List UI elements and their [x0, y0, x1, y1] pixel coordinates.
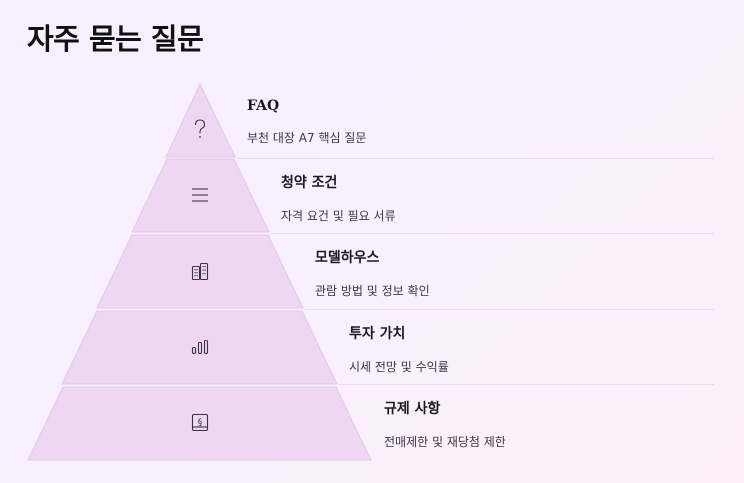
tier-title: 투자 가치	[349, 326, 406, 342]
svg-text:§: §	[198, 418, 203, 428]
tier-description: 시세 전망 및 수익률	[349, 360, 449, 374]
divider-1	[237, 158, 714, 159]
tier-description: 전매제한 및 재당첨 제한	[384, 435, 506, 449]
divider-2	[271, 233, 714, 234]
tier-text-1: FAQ 부천 대장 A7 핵심 질문	[247, 98, 366, 146]
tier-text-4: 투자 가치 시세 전망 및 수익률	[349, 323, 449, 375]
page-title: 자주 묻는 질문	[27, 22, 204, 56]
law-book-icon: §	[191, 413, 209, 432]
tier-title: 모델하우스	[315, 250, 380, 266]
question-mark-icon	[194, 119, 206, 138]
tier-text-2: 청약 조건 자격 요건 및 필요 서류	[281, 172, 396, 224]
bar-chart-icon	[191, 339, 209, 355]
pyramid-tier-5[interactable]	[27, 386, 372, 461]
tier-title: FAQ	[247, 98, 280, 114]
pyramid-tier-4[interactable]	[61, 310, 338, 385]
tier-text-5: 규제 사항 전매제한 및 재당첨 제한	[384, 398, 506, 450]
tier-description: 부천 대장 A7 핵심 질문	[247, 131, 367, 145]
tier-description: 관람 방법 및 정보 확인	[315, 284, 430, 298]
tier-title: 청약 조건	[281, 175, 338, 191]
divider-4	[339, 384, 714, 385]
tier-title: 규제 사항	[384, 401, 441, 417]
tier-text-3: 모델하우스 관람 방법 및 정보 확인	[315, 247, 430, 299]
list-lines-icon	[192, 188, 208, 202]
divider-3	[305, 309, 714, 310]
tier-description: 자격 요건 및 필요 서류	[281, 209, 396, 223]
building-icon	[191, 262, 209, 281]
